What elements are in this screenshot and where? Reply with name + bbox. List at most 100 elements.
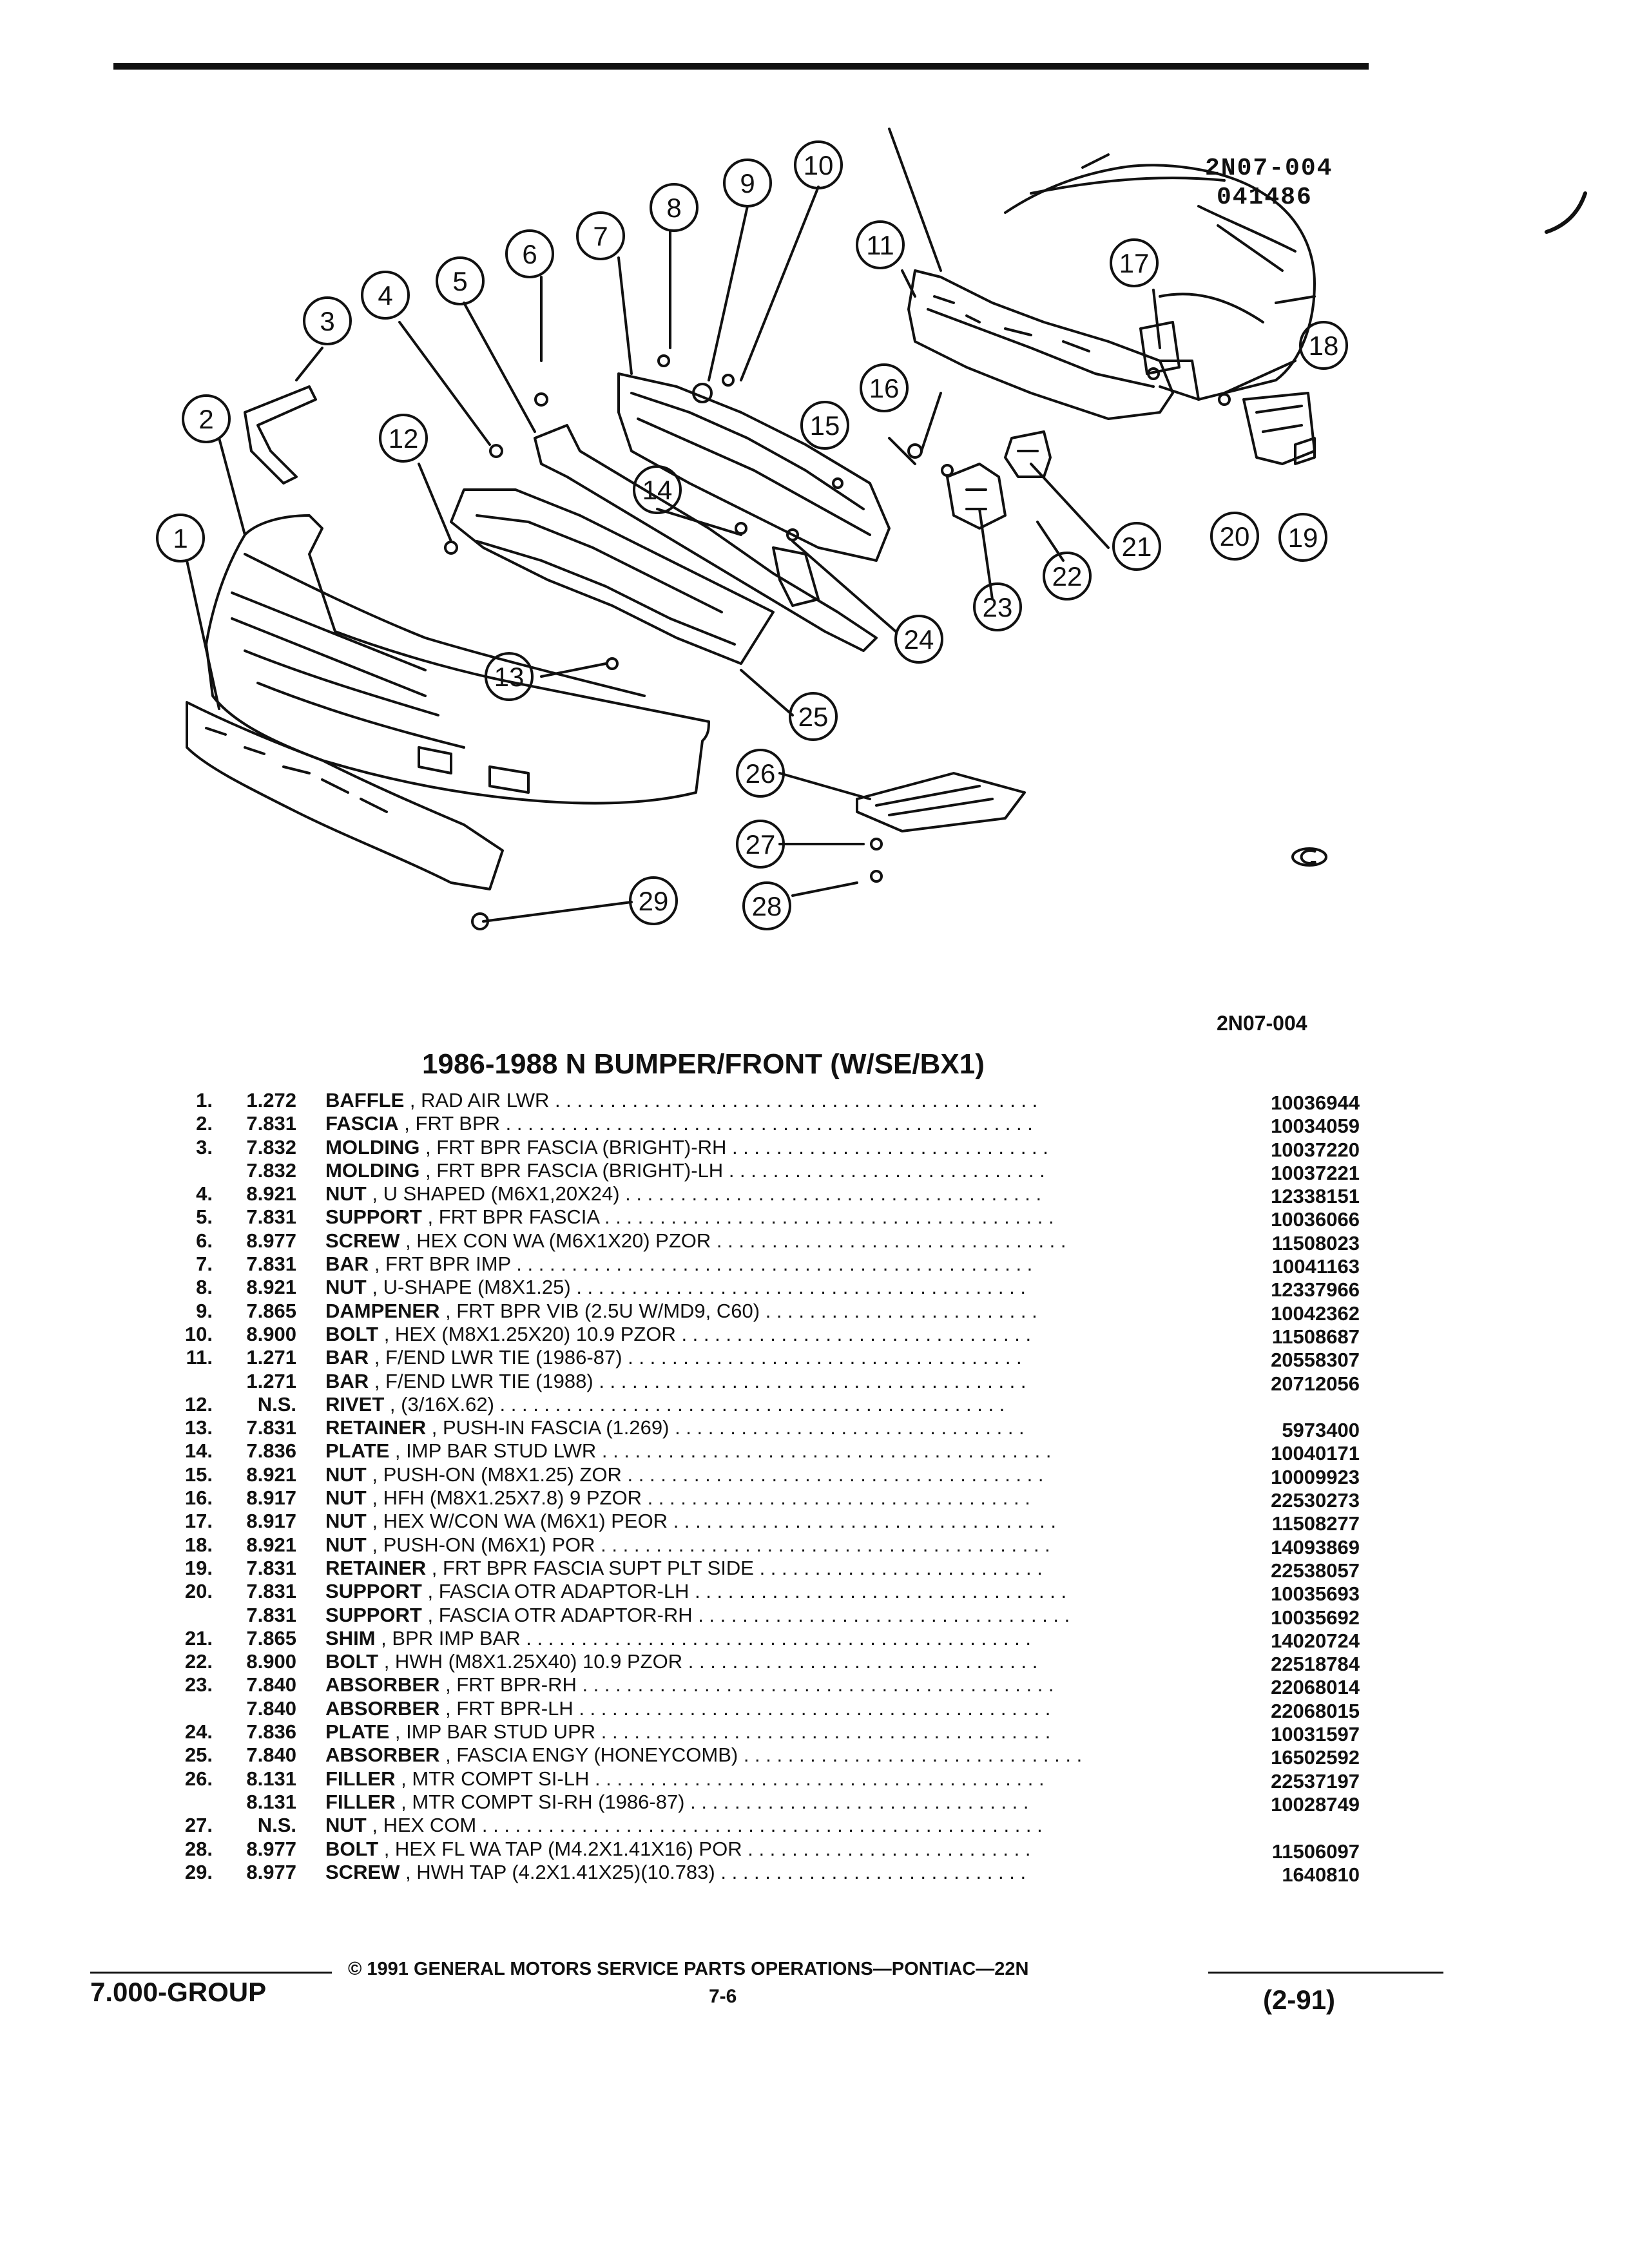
item-number: 16. [184, 1486, 213, 1510]
part-number: 16502592 [1271, 1746, 1360, 1769]
part-name: FASCIA [325, 1112, 399, 1135]
part-spec: HWH TAP (4.2X1.41X25)(10.783) [416, 1860, 715, 1883]
part-spec: HEX (M8X1.25X20) 10.9 PZOR [394, 1322, 676, 1345]
part-spec: FRT BPR FASCIA SUPT PLT SIDE [443, 1556, 754, 1579]
part-description: BOLT , HWH (M8X1.25X40) 10.9 PZOR . . . … [325, 1650, 1038, 1673]
part-name: RETAINER [325, 1416, 427, 1439]
group-code: 7.832 [246, 1158, 296, 1182]
callout-16 [860, 363, 909, 412]
part-spec: HEX CON WA (M6X1X20) PZOR [416, 1229, 711, 1252]
item-number: 25. [184, 1744, 213, 1767]
callout-label: 3 [320, 306, 334, 336]
item-number: 5. [196, 1206, 213, 1229]
part-name: BOLT [325, 1322, 379, 1345]
part-number: 22518784 [1271, 1653, 1360, 1676]
group-code: 7.865 [246, 1626, 296, 1649]
part-name: MOLDING [325, 1158, 420, 1182]
part-name: PLATE [325, 1720, 390, 1744]
callout-label: 11 [866, 230, 894, 260]
callout-21 [1112, 522, 1161, 571]
item-number: 21. [184, 1626, 213, 1649]
item-number: 15. [184, 1463, 213, 1486]
item-number: 3. [196, 1135, 213, 1158]
part-name: NUT [325, 1463, 367, 1486]
item-number: 4. [196, 1182, 213, 1206]
group-code: 7.831 [246, 1112, 296, 1135]
part-number: 10037221 [1271, 1161, 1360, 1184]
callout-27 [736, 820, 785, 869]
part-name: ABSORBER [325, 1744, 440, 1767]
part-name: ABSORBER [325, 1696, 440, 1720]
parts-row: 12.N.S.RIVET , (3/16X.62) . . . . . . . … [155, 1393, 1366, 1416]
group-code: 7.840 [246, 1744, 296, 1767]
page-title: 1986-1988 N BUMPER/FRONT (W/SE/BX1) [422, 1048, 985, 1080]
part-number: 12338151 [1271, 1185, 1360, 1208]
part-description: RETAINER , PUSH-IN FASCIA (1.269) . . . … [325, 1416, 1025, 1439]
callout-label: 16 [869, 373, 900, 403]
top-rule [113, 63, 1369, 70]
part-description: NUT , U SHAPED (M6X1,20X24) . . . . . . … [325, 1182, 1042, 1206]
part-number: 10028749 [1271, 1792, 1360, 1816]
part-spec: HEX COM [383, 1814, 477, 1837]
part-description: BOLT , HEX (M8X1.25X20) 10.9 PZOR . . . … [325, 1322, 1032, 1345]
part-spec: BPR IMP BAR [392, 1626, 521, 1649]
callout-4 [361, 271, 410, 320]
part-spec: FASCIA ENGY (HONEYCOMB) [456, 1744, 738, 1767]
part-spec: U SHAPED (M6X1,20X24) [383, 1182, 620, 1206]
callout-12 [379, 414, 428, 463]
item-number: 8. [196, 1276, 213, 1299]
part-description: SHIM , BPR IMP BAR . . . . . . . . . . .… [325, 1626, 1031, 1649]
item-number: 26. [184, 1767, 213, 1790]
group-code: 1.272 [246, 1089, 296, 1111]
item-number: 19. [184, 1556, 213, 1579]
part-description: BAR , F/END LWR TIE (1988) . . . . . . .… [325, 1369, 1027, 1392]
part-spec: RAD AIR LWR [421, 1089, 550, 1111]
part-spec: HEX FL WA TAP (M4.2X1.41X16) POR [394, 1837, 742, 1860]
part-number: 11508277 [1271, 1512, 1360, 1535]
callout-29 [629, 876, 678, 925]
part-name: ABSORBER [325, 1673, 440, 1696]
part-name: RETAINER [325, 1556, 427, 1579]
part-description: FASCIA , FRT BPR . . . . . . . . . . . .… [325, 1112, 1033, 1135]
group-code: 1.271 [246, 1369, 296, 1392]
callout-label: 27 [746, 829, 776, 860]
part-spec: FRT BPR FASCIA (BRIGHT)-RH [436, 1135, 727, 1158]
part-spec: FRT BPR FASCIA [438, 1206, 599, 1229]
part-number: 22068015 [1271, 1699, 1360, 1722]
group-code: 8.900 [246, 1322, 296, 1345]
callout-17 [1110, 238, 1159, 287]
item-number: 22. [184, 1650, 213, 1673]
callout-label: 26 [746, 758, 776, 789]
callout-19 [1278, 513, 1327, 562]
item-number: 20. [184, 1580, 213, 1603]
part-spec: HEX W/CON WA (M6X1) PEOR [383, 1510, 668, 1533]
part-description: NUT , HFH (M8X1.25X7.8) 9 PZOR . . . . .… [325, 1486, 1030, 1510]
part-name: SUPPORT [325, 1580, 422, 1603]
callout-14 [633, 465, 682, 514]
callout-label: 13 [494, 662, 525, 692]
group-code: 7.831 [246, 1206, 296, 1229]
part-name: SUPPORT [325, 1206, 422, 1229]
catalog-mark [1291, 847, 1327, 867]
part-description: BAFFLE , RAD AIR LWR . . . . . . . . . .… [325, 1089, 1038, 1111]
part-spec: FASCIA OTR ADAPTOR-LH [438, 1580, 689, 1603]
item-number: 29. [184, 1860, 213, 1883]
part-spec: HFH (M8X1.25X7.8) 9 PZOR [383, 1486, 642, 1510]
item-number: 2. [196, 1112, 213, 1135]
part-description: NUT , U-SHAPE (M8X1.25) . . . . . . . . … [325, 1276, 1026, 1299]
part-name: DAMPENER [325, 1299, 440, 1322]
callout-label: 28 [752, 891, 782, 921]
part-number: 22068014 [1271, 1676, 1360, 1699]
part-description: FILLER , MTR COMPT SI-RH (1986-87) . . .… [325, 1790, 1029, 1813]
part-number: 10040171 [1271, 1442, 1360, 1465]
